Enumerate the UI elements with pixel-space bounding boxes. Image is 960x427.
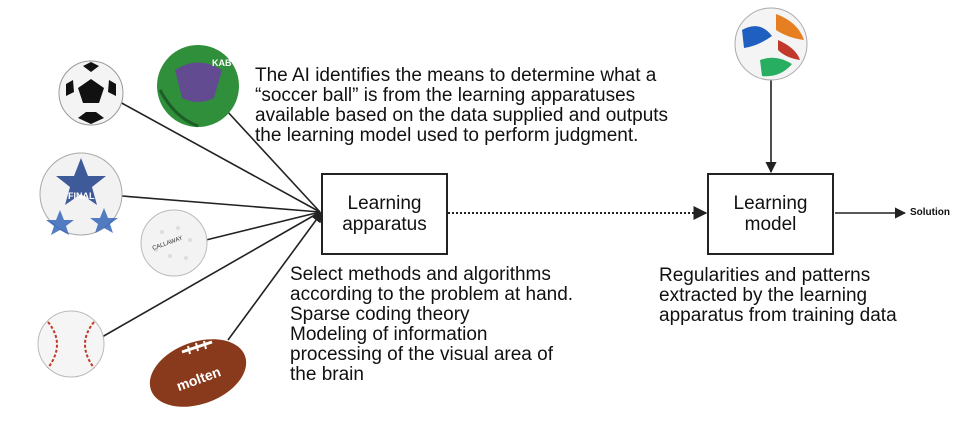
connector-football — [227, 211, 323, 341]
connector-baseball — [101, 211, 321, 338]
apparatus-description-line-6: the brain — [290, 364, 364, 385]
learning-apparatus-line-1: Learning — [347, 193, 422, 214]
top-description-line-2: “soccer ball” is from the learning appar… — [255, 85, 636, 106]
connector-final-ball — [121, 195, 321, 213]
learning-model-line-2: model — [744, 214, 797, 235]
green-ball-label: KAB — [212, 58, 232, 68]
model-description-line-3: apparatus from training data — [659, 305, 897, 326]
solution-label: Solution — [910, 207, 950, 218]
connector-golf-ball — [205, 211, 321, 241]
connector-green-ball — [225, 109, 321, 213]
golf-ball-image: CALLAWAY — [140, 209, 208, 277]
apparatus-description-line-2: according to the problem at hand. — [290, 284, 574, 305]
soccer-ball-image — [58, 60, 124, 126]
apparatus-description-line-4: Modeling of information — [290, 324, 488, 345]
connector-soccer-ball — [117, 100, 321, 213]
learning-model-line-1: Learning — [733, 193, 808, 214]
model-description-line-2: extracted by the learning — [659, 285, 868, 306]
apparatus-description-line-3: Sparse coding theory — [290, 304, 470, 325]
green-ball-image: KAB — [157, 45, 239, 128]
model-description-line-1: Regularities and patterns — [659, 265, 871, 286]
apparatus-description-line-5: processing of the visual area of — [290, 344, 553, 365]
final-ball-label: FINAL — [68, 191, 95, 201]
top-description-line-3: available based on the data supplied and… — [255, 105, 669, 126]
baseball-image — [37, 310, 105, 378]
learning-model-box: Learning model — [707, 173, 834, 255]
final-ball-image: FINAL — [39, 152, 123, 236]
learning-apparatus-line-2: apparatus — [342, 214, 427, 235]
learning-apparatus-box: Learning apparatus — [321, 173, 448, 255]
apparatus-description-line-1: Select methods and algorithms — [290, 264, 551, 285]
top-description: The AI identifies the means to determine… — [255, 66, 668, 146]
top-description-line-4: the learning model used to perform judgm… — [255, 125, 639, 146]
new-soccer-ball-image — [734, 7, 808, 81]
model-description: Regularities and patterns extracted by t… — [659, 266, 897, 326]
football-image: molten — [149, 339, 247, 407]
apparatus-description: Select methods and algorithms according … — [290, 265, 573, 385]
top-description-line-1: The AI identifies the means to determine… — [255, 65, 657, 86]
